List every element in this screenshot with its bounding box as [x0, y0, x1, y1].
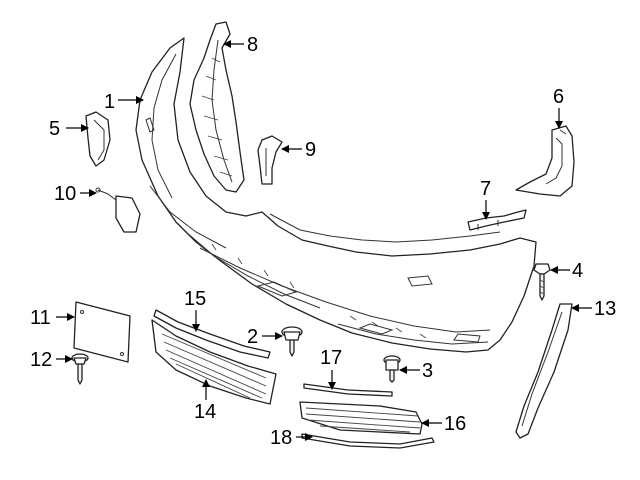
callout-6: 6	[553, 86, 564, 108]
callout-10: 10	[54, 183, 76, 205]
callout-8: 8	[247, 34, 258, 56]
callout-7: 7	[480, 178, 491, 200]
fastener-part-3	[383, 355, 401, 383]
center-grille	[151, 319, 277, 405]
callout-3: 3	[422, 360, 433, 382]
callout-16: 16	[444, 413, 466, 435]
side-trim-13	[515, 303, 573, 439]
clip-bracket	[467, 209, 527, 231]
side-bracket	[515, 125, 575, 197]
trim-strip-17	[303, 383, 393, 397]
leader-lines	[56, 40, 592, 441]
tow-hook-cover	[95, 187, 141, 233]
callout-12: 12	[30, 349, 52, 371]
callout-2: 2	[247, 326, 258, 348]
callout-9: 9	[305, 139, 316, 161]
callout-14: 14	[194, 401, 216, 423]
bumper-cover	[135, 37, 537, 353]
callout-5: 5	[49, 118, 60, 140]
callout-labels: 1 2 3 4 5 6 7 8 9 10 11 12 13 14 15 16 1…	[30, 34, 616, 449]
bumper-bracket	[189, 21, 245, 193]
small-bracket	[257, 135, 283, 185]
screw-part-4	[533, 263, 551, 301]
callout-4: 4	[572, 260, 583, 282]
screw-part-12	[71, 353, 89, 385]
callout-18: 18	[270, 427, 292, 449]
lower-grille	[299, 401, 423, 435]
cap-part-5	[85, 111, 111, 167]
callout-1: 1	[104, 91, 115, 113]
callout-17: 17	[320, 347, 342, 369]
callout-13: 13	[594, 298, 616, 320]
license-plate-mount	[73, 301, 131, 363]
callout-11: 11	[30, 307, 51, 329]
screw-part-2	[281, 326, 303, 357]
lower-trim-18	[301, 433, 435, 449]
callout-15: 15	[184, 288, 206, 310]
